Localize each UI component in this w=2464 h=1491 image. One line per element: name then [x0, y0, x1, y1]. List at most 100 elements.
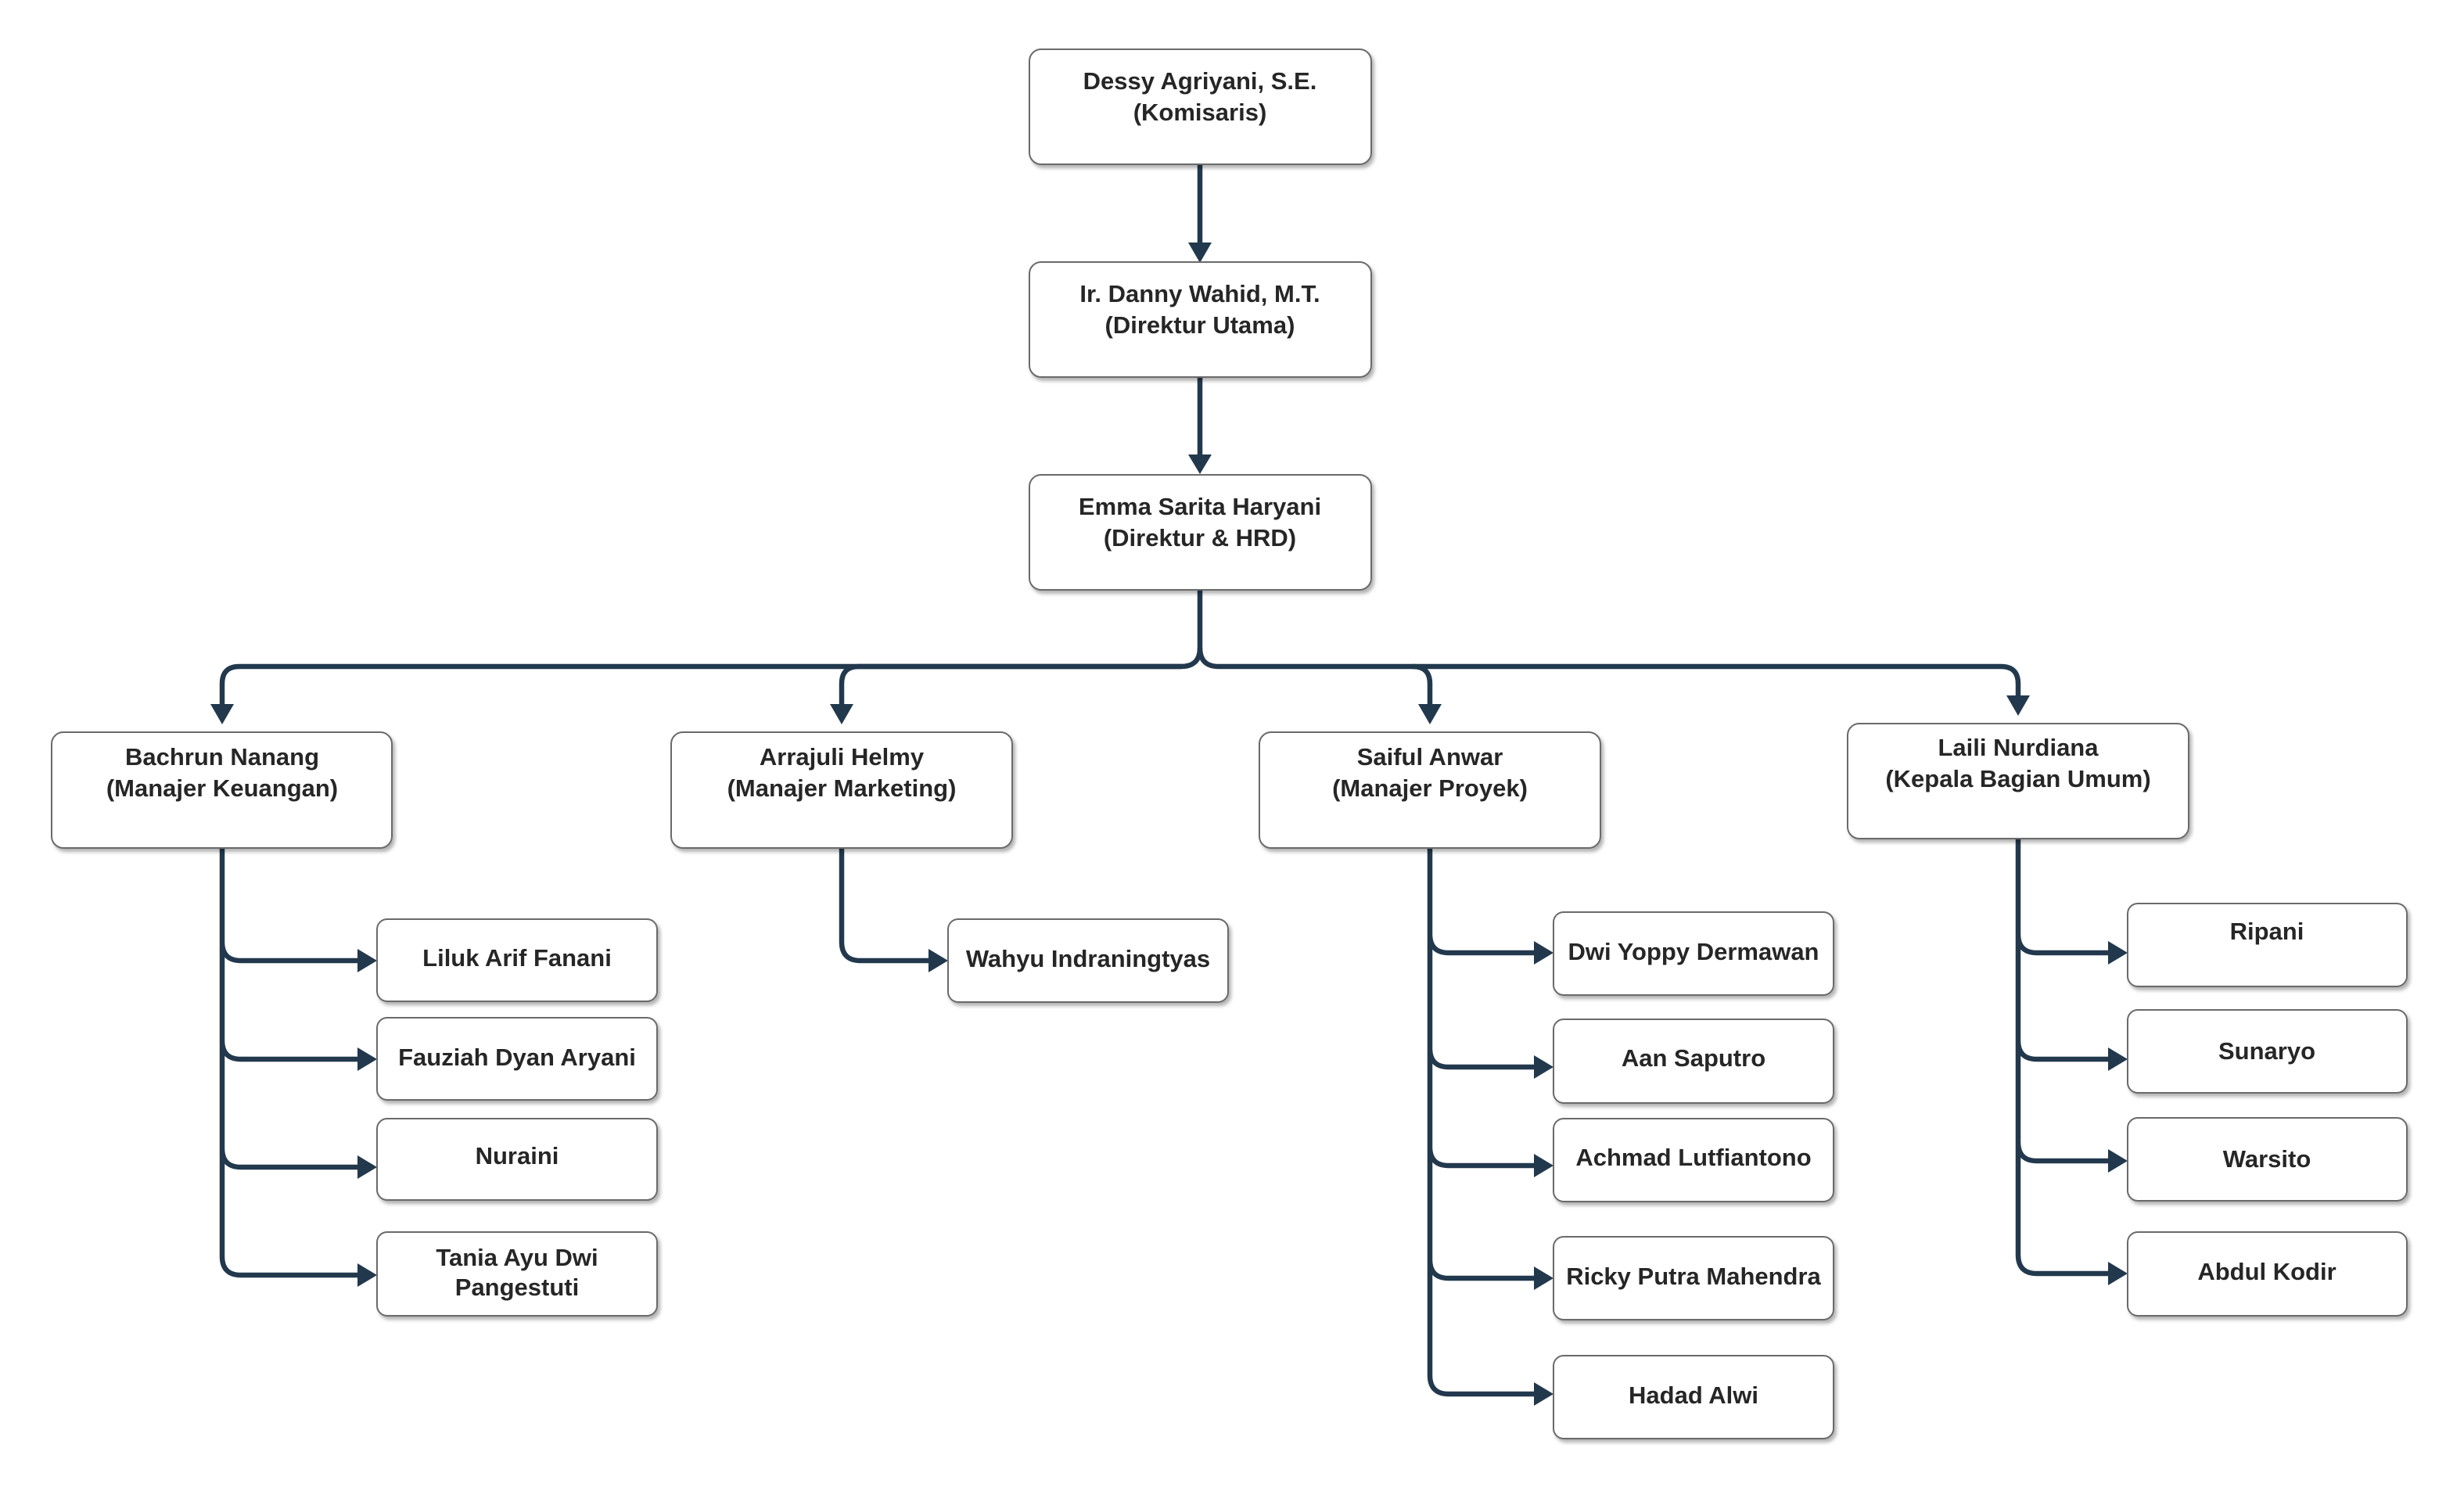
node-name: Fauziah Dyan Aryani	[398, 1044, 636, 1071]
arrowhead-icon	[928, 949, 948, 972]
node-box	[2127, 1231, 2408, 1317]
node-box	[670, 731, 1013, 849]
node-box	[947, 918, 1229, 1003]
arrowhead-icon	[1534, 1055, 1553, 1079]
arrowhead-icon	[2108, 1262, 2128, 1285]
node-komisaris: Dessy Agriyani, S.E. (Komisaris)	[1029, 49, 1372, 165]
arrowhead-icon	[1188, 243, 1212, 263]
node-staff-proyek-2: Aan Saputro	[1553, 1019, 1834, 1104]
node-role: (Manajer Proyek)	[1332, 774, 1528, 802]
node-box	[376, 1231, 658, 1317]
node-staff-keuangan-3: Nuraini	[376, 1118, 658, 1201]
node-name: Emma Sarita Haryani	[1079, 493, 1321, 520]
arrowhead-icon	[2108, 1047, 2128, 1071]
node-box	[2127, 1117, 2408, 1202]
node-name: Wahyu Indraningtyas	[966, 945, 1210, 972]
node-box	[1553, 1236, 1834, 1320]
node-box	[1553, 911, 1834, 996]
connector-hrd-keuangan	[219, 590, 1203, 708]
node-name: Ricky Putra Mahendra	[1566, 1263, 1821, 1290]
node-name: Ripani	[2230, 918, 2304, 945]
connector-proyek-staff	[1427, 848, 1538, 1397]
node-box	[376, 918, 658, 1002]
node-name: Warsito	[2223, 1145, 2311, 1173]
connector-keuangan-staff	[219, 848, 361, 1278]
node-manajer-keuangan: Bachrun Nanang (Manajer Keuangan)	[51, 731, 393, 849]
node-role: (Direktur Utama)	[1105, 311, 1295, 339]
node-name: Liluk Arif Fanani	[422, 944, 612, 972]
node-box	[51, 731, 393, 849]
arrowhead-icon	[210, 704, 234, 724]
node-box	[1553, 1019, 1834, 1104]
node-name: Laili Nurdiana	[1938, 734, 2099, 761]
arrowhead-icon	[357, 949, 377, 972]
node-direktur-utama: Ir. Danny Wahid, M.T. (Direktur Utama)	[1029, 261, 1372, 378]
node-direktur-hrd: Emma Sarita Haryani (Direktur & HRD)	[1029, 474, 1372, 591]
node-name: Dwi Yoppy Dermawan	[1568, 938, 1819, 965]
node-name: Aan Saputro	[1622, 1044, 1765, 1072]
connectors	[210, 164, 2128, 1406]
node-name: Ir. Danny Wahid, M.T.	[1079, 280, 1320, 307]
node-manajer-proyek: Saiful Anwar (Manajer Proyek)	[1259, 731, 1601, 849]
connector-hrd-marketing	[839, 663, 1181, 708]
node-box	[376, 1118, 658, 1201]
node-role: (Kepala Bagian Umum)	[1885, 765, 2150, 792]
arrowhead-icon	[1534, 1382, 1553, 1406]
connector-marketing-staff	[839, 848, 932, 964]
node-staff-proyek-4: Ricky Putra Mahendra	[1553, 1236, 1834, 1320]
arrowhead-icon	[2108, 941, 2128, 965]
node-role: (Direktur & HRD)	[1104, 524, 1296, 551]
node-name: Arrajuli Helmy	[760, 743, 925, 771]
node-box	[376, 1017, 658, 1101]
connector-umum-staff	[2015, 839, 2112, 1277]
node-staff-proyek-1: Dwi Yoppy Dermawan	[1553, 911, 1834, 996]
node-box	[1553, 1355, 1834, 1439]
arrowhead-icon	[2006, 695, 2030, 716]
node-kepala-bagian-umum: Laili Nurdiana (Kepala Bagian Umum)	[1847, 723, 2189, 839]
node-box	[2127, 1009, 2408, 1094]
connector-hrd-proyek	[1197, 647, 1433, 708]
node-name: Dessy Agriyani, S.E.	[1083, 67, 1317, 95]
node-name: Abdul Kodir	[2197, 1258, 2336, 1285]
arrowhead-icon	[830, 704, 853, 724]
node-box	[1029, 49, 1372, 165]
node-box	[1553, 1118, 1834, 1202]
arrowhead-icon	[2108, 1149, 2128, 1173]
arrowhead-icon	[1534, 1154, 1553, 1177]
arrowhead-icon	[357, 1155, 377, 1179]
arrowhead-icon	[1534, 941, 1553, 965]
node-staff-umum-4: Abdul Kodir	[2127, 1231, 2408, 1317]
node-role: (Komisaris)	[1133, 99, 1267, 126]
arrowhead-icon	[1188, 454, 1212, 474]
node-name: Sunaryo	[2218, 1037, 2315, 1065]
node-name: Nuraini	[476, 1142, 559, 1169]
node-staff-proyek-3: Achmad Lutfiantono	[1553, 1118, 1834, 1202]
node-staff-proyek-5: Hadad Alwi	[1553, 1355, 1834, 1439]
node-staff-keuangan-2: Fauziah Dyan Aryani	[376, 1017, 658, 1101]
node-staff-umum-1: Ripani	[2127, 903, 2408, 987]
arrowhead-icon	[357, 1047, 377, 1071]
node-box	[1029, 261, 1372, 378]
node-name: Saiful Anwar	[1357, 743, 1503, 771]
arrowhead-icon	[357, 1263, 377, 1287]
node-name: Bachrun Nanang	[125, 743, 319, 771]
node-box	[1259, 731, 1601, 849]
node-manajer-marketing: Arrajuli Helmy (Manajer Marketing)	[670, 731, 1013, 849]
node-staff-marketing-1: Wahyu Indraningtyas	[947, 918, 1229, 1003]
node-box	[2127, 903, 2408, 987]
node-staff-keuangan-1: Liluk Arif Fanani	[376, 918, 658, 1002]
node-role: (Manajer Keuangan)	[106, 774, 338, 802]
arrowhead-icon	[1418, 704, 1442, 724]
node-name: Hadad Alwi	[1629, 1381, 1758, 1409]
node-staff-umum-2: Sunaryo	[2127, 1009, 2408, 1094]
node-box	[1847, 723, 2189, 839]
node-staff-umum-3: Warsito	[2127, 1117, 2408, 1202]
arrowhead-icon	[1534, 1266, 1553, 1290]
connector-hrd-umum	[1413, 663, 2021, 699]
node-box	[1029, 474, 1372, 591]
node-role: (Manajer Marketing)	[727, 774, 957, 802]
node-name: Achmad Lutfiantono	[1575, 1144, 1811, 1171]
